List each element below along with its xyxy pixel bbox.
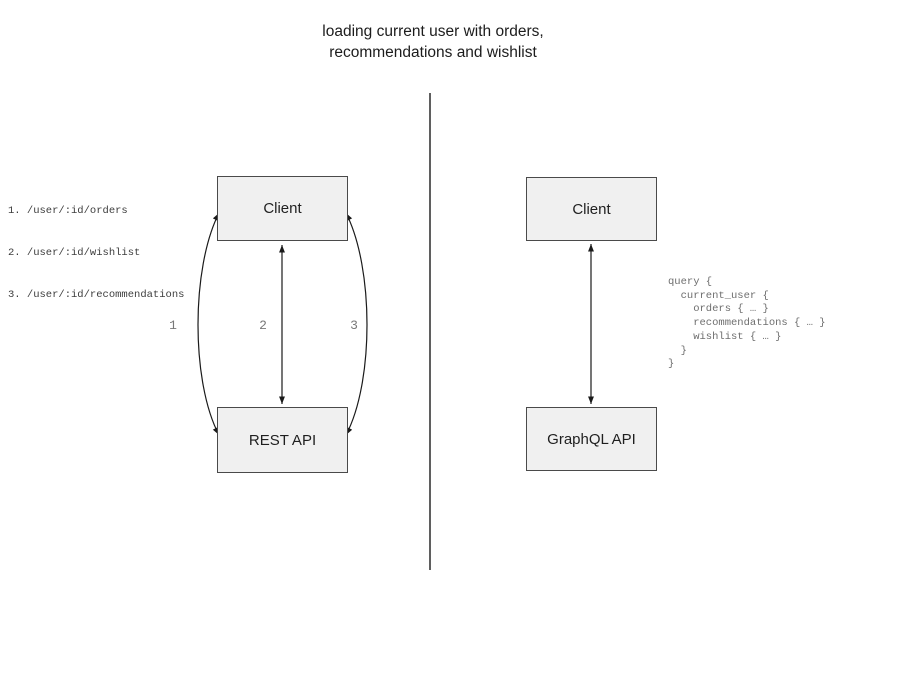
rest-api-node: REST API <box>217 407 348 473</box>
vertical-divider <box>429 93 431 570</box>
diagram-title-line1: loading current user with orders, <box>322 23 544 40</box>
client-node-right-label: Client <box>572 200 611 218</box>
rest-endpoint-orders: 1. /user/:id/orders <box>8 205 128 217</box>
diagram-title: loading current user with orders, recomm… <box>233 21 633 63</box>
arrow-label-2: 2 <box>259 318 267 333</box>
client-node-right: Client <box>526 177 657 241</box>
arrow-label-1: 1 <box>169 318 177 333</box>
arrow-label-3: 3 <box>350 318 358 333</box>
client-node-left-label: Client <box>263 200 302 217</box>
graphql-query-snippet: query { current_user { orders { … } reco… <box>668 276 826 371</box>
rest-arrow-1-curve <box>197 212 220 436</box>
graphql-api-node-label: GraphQL API <box>547 430 636 448</box>
rest-endpoint-wishlist: 2. /user/:id/wishlist <box>8 247 141 259</box>
rest-api-node-label: REST API <box>248 431 317 449</box>
graphql-api-node: GraphQL API <box>526 407 657 471</box>
client-node-left: Client <box>217 176 348 241</box>
rest-endpoint-recommendations: 3. /user/:id/recommendations <box>8 289 185 301</box>
rest-endpoint-list: 1. /user/:id/orders 2. /user/:id/wishlis… <box>8 176 184 330</box>
diagram-title-line2: recommendations and wishlist <box>329 44 537 61</box>
